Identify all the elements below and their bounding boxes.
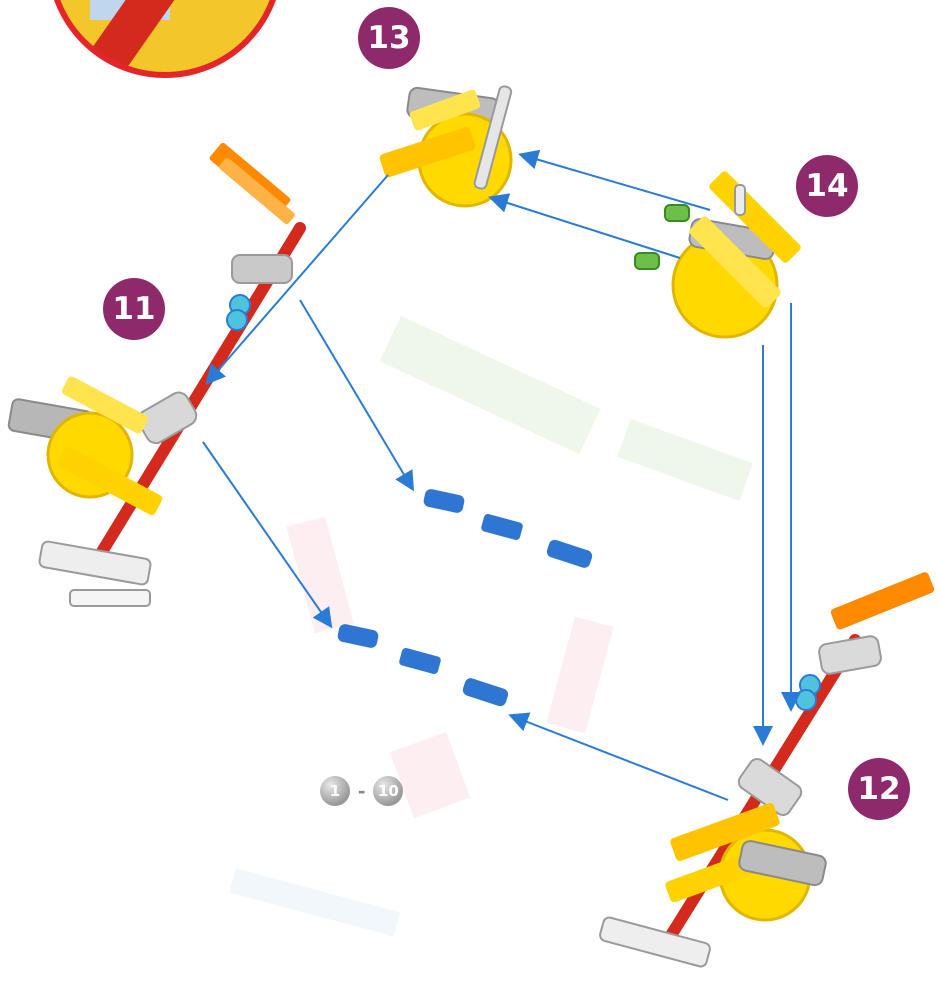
- arrow-icon: [512, 716, 728, 800]
- step-14-badge: 14: [796, 155, 858, 217]
- step-13-badge: 13: [358, 7, 420, 69]
- step-11-badge: 11: [103, 278, 165, 340]
- step-range: 1 - 10: [320, 776, 403, 806]
- connector-gray: [232, 255, 292, 283]
- zoom-detail-icon: [40, 0, 300, 85]
- assembly-13: [379, 85, 513, 206]
- blue-parts-lower: [337, 623, 510, 708]
- range-to-badge: 10: [373, 776, 403, 806]
- step-12-badge: 12: [848, 758, 910, 820]
- arrow-icon: [522, 155, 710, 210]
- connector-orange: [830, 571, 936, 631]
- range-separator: -: [358, 778, 365, 804]
- range-from-badge: 1: [320, 776, 350, 806]
- blue-parts-upper: [423, 488, 594, 569]
- arrow-icon: [492, 198, 680, 258]
- assembly-11: [8, 142, 300, 606]
